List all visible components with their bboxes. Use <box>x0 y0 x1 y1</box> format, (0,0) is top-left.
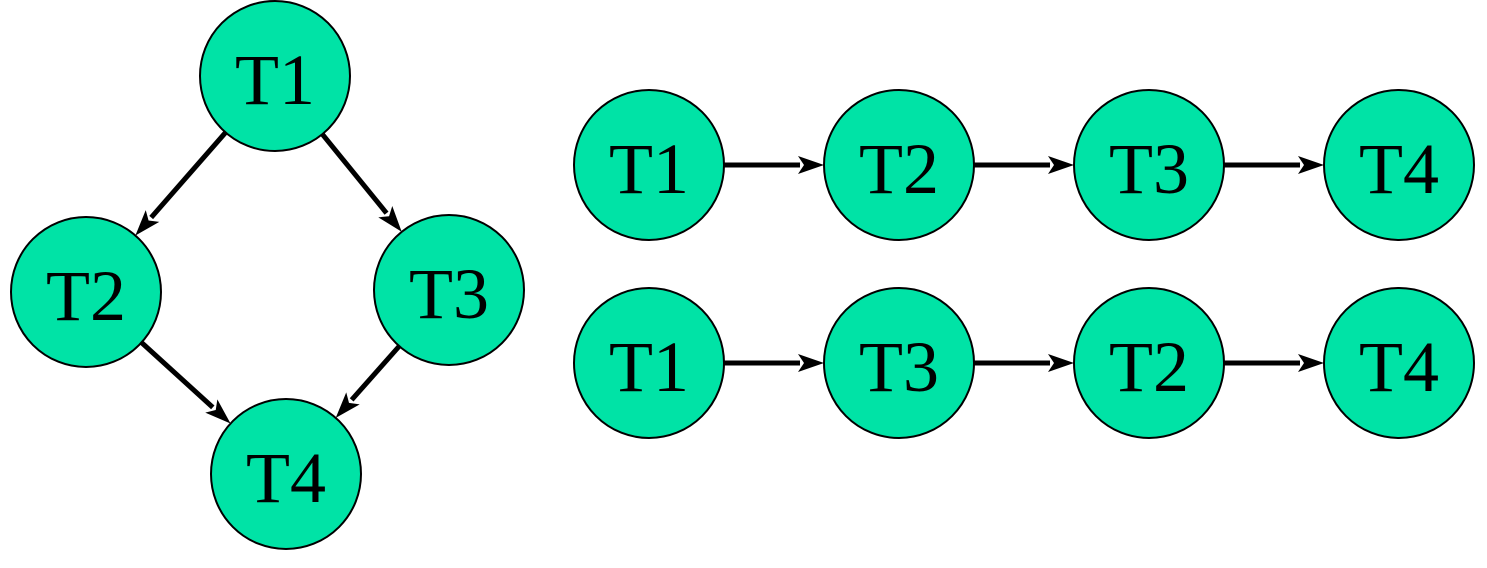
ordering-1-node-3-circle <box>1073 89 1225 241</box>
graph-edge-g2-g4-arrowhead <box>205 399 231 424</box>
graph-node-t3: T3 <box>373 214 525 366</box>
ordering-1-node-4: T4 <box>1323 89 1475 241</box>
ordering-2-node-4-label: T4 <box>1359 327 1439 407</box>
graph-edge-g2-g4 <box>139 340 231 424</box>
ordering-1-node-1-circle <box>573 89 725 241</box>
ordering-1-node-1-label: T1 <box>609 129 689 209</box>
ordering-1-edge-3-arrowhead <box>1298 156 1324 174</box>
graph-edge-g1-g3 <box>320 132 402 232</box>
ordering-2-edge-2 <box>974 354 1074 372</box>
graph-node-t3-circle <box>373 214 525 366</box>
graph-node-t2-circle <box>10 216 162 368</box>
ordering-1-edge-2-arrowhead <box>1048 156 1074 174</box>
graph-node-t4: T4 <box>210 398 362 550</box>
ordering-1-node-2-circle <box>823 89 975 241</box>
ordering-1-edge-2 <box>974 156 1074 174</box>
ordering-1-node-2-label: T2 <box>859 129 939 209</box>
ordering-2-edge-1 <box>724 354 824 372</box>
ordering-2-node-2-label: T3 <box>859 327 939 407</box>
graph-node-t4-circle <box>210 398 362 550</box>
graph-edge-g1-g2-line <box>149 130 228 220</box>
ordering-2-edge-3 <box>1224 354 1324 372</box>
ordering-2-node-1: T1 <box>573 287 725 439</box>
graph-edge-g1-g2-arrowhead <box>135 210 160 236</box>
ordering-1-node-3-label: T3 <box>1109 129 1189 209</box>
ordering-1-edge-1 <box>724 156 824 174</box>
ordering-2-node-4-circle <box>1323 287 1475 439</box>
graph-edge-g1-g3-line <box>320 132 389 215</box>
ordering-1-node-2: T2 <box>823 89 975 241</box>
graph-edge-g1-g2 <box>135 130 228 236</box>
ordering-2-node-2-circle <box>823 287 975 439</box>
ordering-2-edge-3-arrowhead <box>1298 354 1324 372</box>
graph-node-t1: T1 <box>199 0 351 152</box>
graph-node-t2: T2 <box>10 216 162 368</box>
ordering-1-node-3: T3 <box>1073 89 1225 241</box>
edges-layer <box>135 130 1324 424</box>
ordering-2-node-1-circle <box>573 287 725 439</box>
ordering-2-node-4: T4 <box>1323 287 1475 439</box>
graph-node-t1-circle <box>199 0 351 152</box>
ordering-1-node-4-label: T4 <box>1359 129 1439 209</box>
graph-node-t2-label: T2 <box>46 256 126 336</box>
ordering-1-edge-1-arrowhead <box>798 156 824 174</box>
ordering-2-node-1-label: T1 <box>609 327 689 407</box>
graph-node-t3-label: T3 <box>409 254 489 334</box>
ordering-1-node-4-circle <box>1323 89 1475 241</box>
ordering-2-node-3-circle <box>1073 287 1225 439</box>
graph-node-t1-label: T1 <box>235 40 315 120</box>
ordering-2-edge-2-arrowhead <box>1048 354 1074 372</box>
ordering-1-edge-3 <box>1224 156 1324 174</box>
graph-node-t4-label: T4 <box>246 438 326 518</box>
graph-edge-g3-g4-line <box>349 344 402 402</box>
graph-edge-g3-g4-arrowhead <box>335 392 360 418</box>
ordering-1-node-1: T1 <box>573 89 725 241</box>
ordering-2-edge-1-arrowhead <box>798 354 824 372</box>
graph-edge-g2-g4-line <box>139 340 215 410</box>
ordering-2-node-2: T3 <box>823 287 975 439</box>
ordering-2-node-3-label: T2 <box>1109 327 1189 407</box>
ordering-2-node-3: T2 <box>1073 287 1225 439</box>
graph-edge-g1-g3-arrowhead <box>378 205 402 232</box>
graph-edge-g3-g4 <box>335 344 402 418</box>
